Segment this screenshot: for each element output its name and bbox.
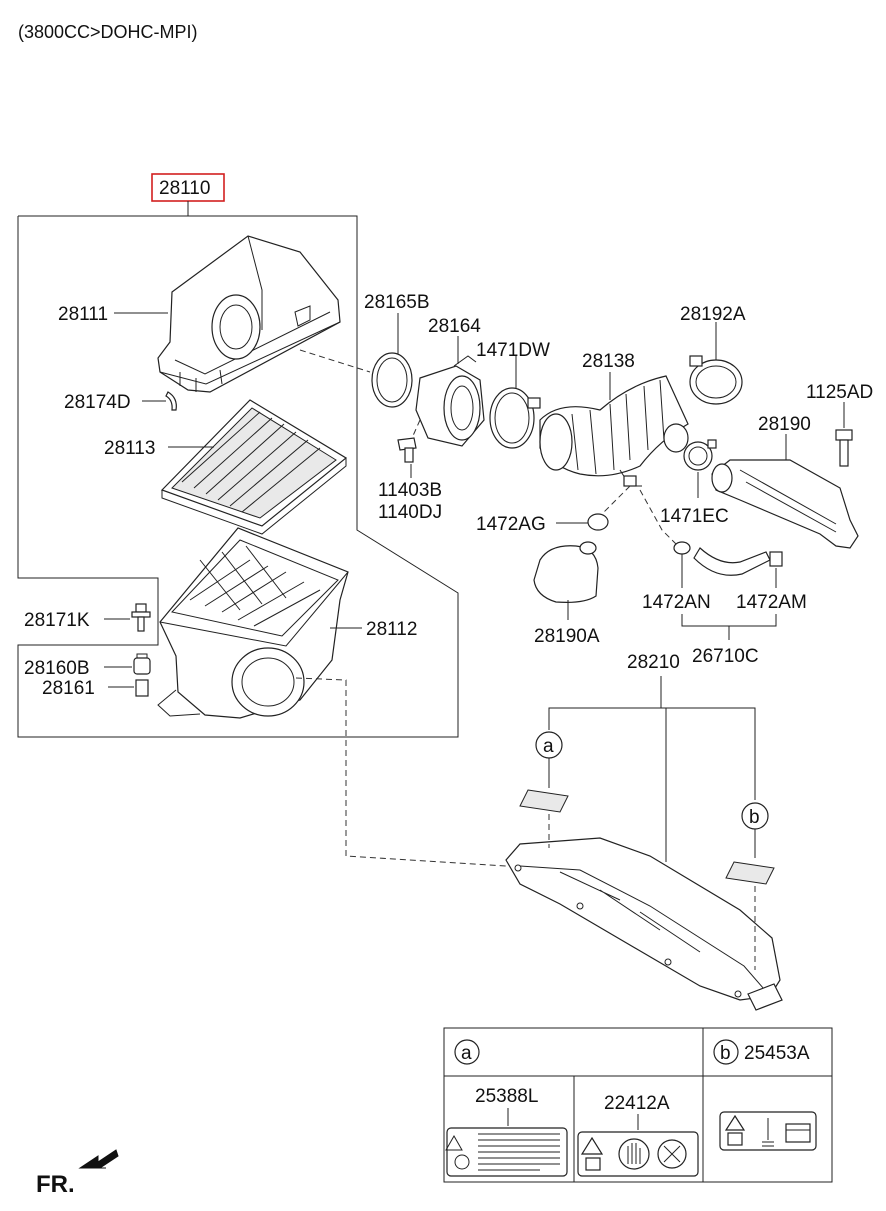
legend-b-part[interactable]: 25453A xyxy=(744,1043,810,1064)
clamp-1471EC xyxy=(683,439,717,471)
part-label-1125AD[interactable]: 1125AD xyxy=(806,382,873,403)
reservoir-icon xyxy=(785,1123,811,1143)
part-label-28210[interactable]: 28210 xyxy=(627,652,680,673)
adapter-28164 xyxy=(415,355,485,447)
book-icon xyxy=(585,1157,601,1171)
hand-icon xyxy=(618,1138,650,1170)
part-label-28165B[interactable]: 28165B xyxy=(364,292,430,313)
grommet-28160B xyxy=(133,653,151,675)
resonator-28190 xyxy=(711,459,859,549)
front-arrow-icon xyxy=(78,1149,119,1169)
front-label: FR. xyxy=(36,1171,75,1198)
leader-case-to-duct xyxy=(295,677,507,867)
part-label-28190A[interactable]: 28190A xyxy=(534,626,600,647)
part-label-25388L[interactable]: 25388L xyxy=(475,1086,538,1107)
part-label-28174D[interactable]: 28174D xyxy=(64,392,131,413)
legend-b-letter: b xyxy=(720,1043,731,1064)
part-label-28164[interactable]: 28164 xyxy=(428,316,481,337)
warning-triangle-icon xyxy=(580,1136,604,1155)
engine-spec-title: (3800CC>DOHC-MPI) xyxy=(18,22,198,42)
part-label-1472AM[interactable]: 1472AM xyxy=(736,592,807,613)
front-direction-indicator: FR. xyxy=(36,1149,119,1198)
clip-1472AG xyxy=(587,475,637,531)
legend-cell-b: b 25453A xyxy=(713,1039,810,1065)
part-label-28138[interactable]: 28138 xyxy=(582,351,635,372)
part-label-28190[interactable]: 28190 xyxy=(758,414,811,435)
caution-triangle-icon xyxy=(724,1114,746,1131)
part-label-11403B[interactable]: 11403B xyxy=(378,480,442,501)
callout-b[interactable]: b xyxy=(741,802,769,830)
label-sticker-b xyxy=(725,861,775,885)
assembly-28110-bracket xyxy=(17,173,459,738)
clip-28174D xyxy=(165,391,177,411)
intake-hose-28138 xyxy=(539,375,689,487)
part-label-28110[interactable]: 28110 xyxy=(159,178,210,199)
warning-label-25388L xyxy=(445,1127,568,1177)
breather-hose-26710C xyxy=(639,489,783,576)
legend-table xyxy=(443,1027,833,1183)
coolant-temp-icon xyxy=(762,1118,774,1147)
warning-label-25453A xyxy=(719,1111,817,1151)
part-label-28171K[interactable]: 28171K xyxy=(24,610,90,631)
svg-text:b: b xyxy=(749,807,760,828)
bolt-28171K xyxy=(131,603,151,632)
leader-cover-to-seal xyxy=(299,349,371,373)
part-label-1471EC[interactable]: 1471EC xyxy=(660,506,729,527)
collar-28161 xyxy=(135,679,149,697)
bolt-11403B xyxy=(397,437,417,463)
part-label-28112[interactable]: 28112 xyxy=(366,619,417,640)
bracket-28210 xyxy=(548,707,756,800)
hose-clamp-1471DW xyxy=(489,387,541,449)
lower-case-28112 xyxy=(157,527,349,719)
part-label-1472AG[interactable]: 1472AG xyxy=(476,514,546,535)
seal-ring-28165B xyxy=(371,352,413,408)
callout-a[interactable]: a xyxy=(535,731,563,759)
warning-label-22412A xyxy=(577,1131,699,1177)
part-label-28161[interactable]: 28161 xyxy=(42,678,95,699)
label-sticker-a xyxy=(519,789,569,813)
part-label-22412A[interactable]: 22412A xyxy=(604,1093,670,1114)
legend-a-letter: a xyxy=(461,1043,472,1064)
air-duct-28210 xyxy=(505,837,783,1011)
upper-cover-28111 xyxy=(157,235,341,393)
part-label-28160B[interactable]: 28160B xyxy=(24,658,90,679)
svg-text:a: a xyxy=(543,736,554,757)
part-label-28111[interactable]: 28111 xyxy=(58,304,108,325)
clamp-28192A xyxy=(689,355,743,405)
part-label-28192A[interactable]: 28192A xyxy=(680,304,746,325)
part-label-1140DJ[interactable]: 1140DJ xyxy=(378,502,442,523)
legend-cell-a: a xyxy=(454,1039,480,1065)
part-label-1471DW[interactable]: 1471DW xyxy=(476,340,550,361)
bolt-1125AD xyxy=(835,429,853,467)
part-label-26710C[interactable]: 26710C xyxy=(692,646,759,667)
filter-element-28113 xyxy=(160,399,348,535)
resonator-bottle-28190A xyxy=(533,541,599,603)
part-label-1472AN[interactable]: 1472AN xyxy=(642,592,711,613)
manual-icon xyxy=(727,1132,743,1146)
part-label-28113[interactable]: 28113 xyxy=(104,438,155,459)
